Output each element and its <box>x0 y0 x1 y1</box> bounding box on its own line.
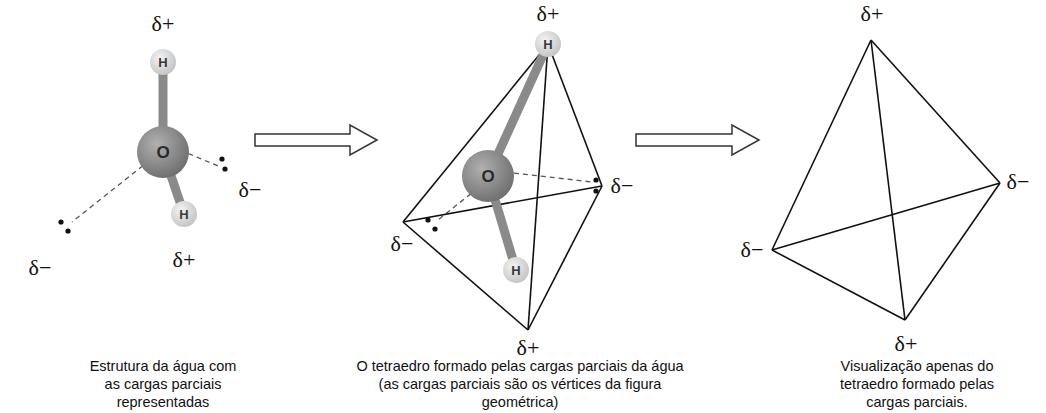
atom-symbol: H <box>511 264 520 277</box>
lone-pair <box>505 172 599 194</box>
oxygen-atom: O <box>462 150 514 202</box>
bond <box>171 175 181 204</box>
atom-symbol: O <box>156 144 169 161</box>
tetrahedron <box>772 40 1000 320</box>
partial-charge: δ− <box>29 257 52 279</box>
atom-symbol: H <box>179 208 188 221</box>
caption: O tetraedro formado pelas cargas parciai… <box>345 357 695 411</box>
caption: Visualização apenas do tetraedro formado… <box>817 357 1017 411</box>
partial-charge: δ− <box>391 233 414 255</box>
partial-charge: δ+ <box>152 13 175 35</box>
bond <box>159 73 168 128</box>
hollow-arrow <box>255 125 377 155</box>
partial-charge: δ− <box>611 175 634 197</box>
partial-charge: δ+ <box>173 249 196 271</box>
bond <box>495 199 513 259</box>
caption: Estrutura da água com as cargas parciais… <box>83 357 243 411</box>
hollow-arrow <box>636 125 759 155</box>
bond <box>498 54 544 154</box>
atom-symbol: O <box>481 168 494 185</box>
partial-charge: δ− <box>741 239 764 261</box>
hydrogen-atom: H <box>535 31 561 57</box>
partial-charge: δ+ <box>895 333 918 355</box>
atom-symbol: H <box>543 38 552 51</box>
tetrahedron <box>403 44 602 330</box>
atom-symbol: H <box>158 56 167 69</box>
partial-charge: δ+ <box>537 3 560 25</box>
partial-charge: δ− <box>239 179 262 201</box>
partial-charge: δ− <box>1007 171 1030 193</box>
hydrogen-atom: H <box>503 257 529 283</box>
lone-pair <box>58 160 150 234</box>
partial-charge: δ+ <box>861 3 884 25</box>
hydrogen-atom: H <box>150 49 176 75</box>
oxygen-atom: O <box>137 126 189 178</box>
partial-charge: δ+ <box>517 337 540 359</box>
hydrogen-atom: H <box>171 201 197 227</box>
